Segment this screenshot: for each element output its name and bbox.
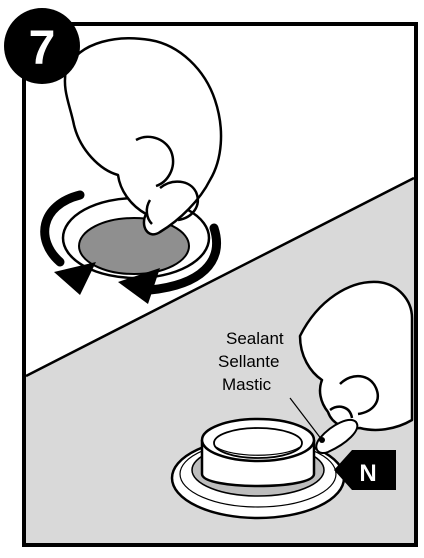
step-number: 7 (29, 22, 56, 75)
callout-dot (319, 437, 325, 443)
callout-line-2: Sellante (218, 352, 279, 371)
part-letter: N (359, 460, 376, 487)
step-badge: 7 (4, 8, 80, 84)
callout-line-1: Sealant (226, 329, 284, 348)
callout-line-3: Mastic (222, 375, 272, 394)
